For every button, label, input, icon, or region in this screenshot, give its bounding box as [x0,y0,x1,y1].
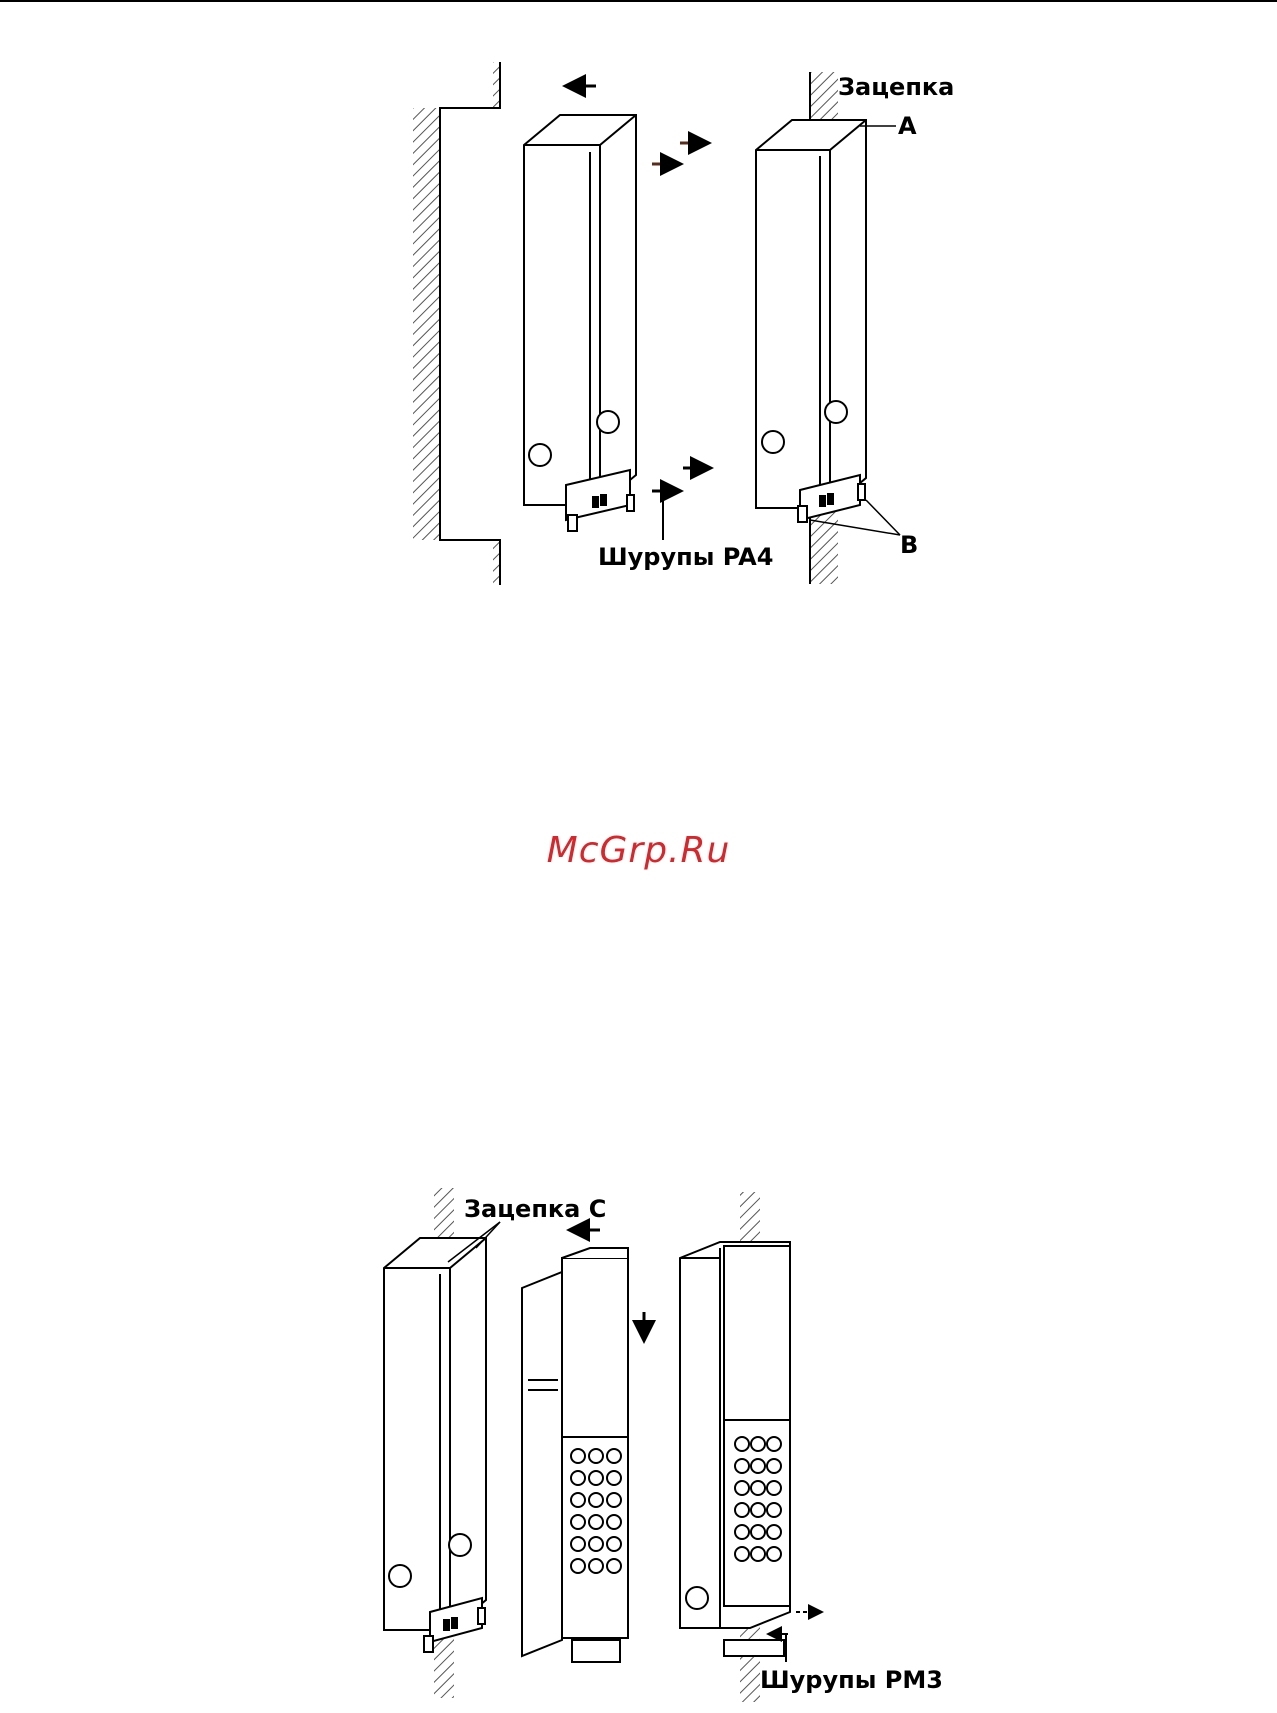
label-screws-pa4: Шурупы PA4 [598,543,773,571]
label-hook: Зацепка [838,73,954,101]
back-box-left [524,115,636,531]
back-box-empty [384,1238,486,1652]
label-hook-c: Зацепка C [464,1195,606,1223]
mounting-figure-1: Зацепка A B Шурупы PA4 [0,40,1277,600]
label-a: A [898,112,917,140]
mounting-figure-2: Зацепка C Шурупы PM3 [0,1180,1277,1713]
back-box-right [756,120,866,522]
watermark: McGrp.Ru [0,830,1277,871]
label-b: B [900,531,918,559]
top-rule [0,0,1277,2]
wall-recessed [413,62,500,585]
label-screws-pm3: Шурупы PM3 [760,1666,943,1694]
